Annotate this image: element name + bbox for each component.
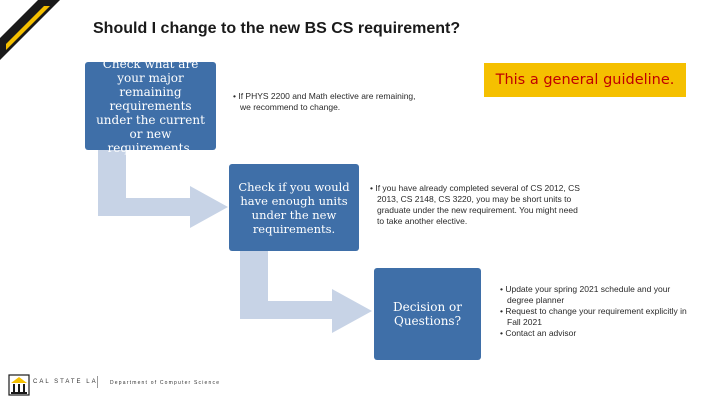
step-box-check-requirements: Check what are your major remaining requ… xyxy=(85,57,216,155)
footer-org: CAL STATE LA xyxy=(33,379,98,385)
cal-state-la-logo-icon xyxy=(8,374,30,396)
list-item: • Contact an advisor xyxy=(500,328,577,338)
footer-divider xyxy=(97,376,98,388)
list-item: • Update your spring 2021 schedule and y… xyxy=(500,284,671,305)
list-item: • If PHYS 2200 and Math elective are rem… xyxy=(233,91,416,112)
bullet-list-1: • If PHYS 2200 and Math elective are rem… xyxy=(233,91,423,113)
step-box-check-units: Check if you would have enough units und… xyxy=(229,164,359,251)
page-title: Should I change to the new BS CS require… xyxy=(93,20,461,37)
list-item: • Request to change your requirement exp… xyxy=(500,306,687,327)
elbow-arrow-2 xyxy=(240,251,372,333)
bullet-list-2: • If you have already completed several … xyxy=(370,183,585,227)
corner-bracket-decoration xyxy=(0,0,60,60)
step-box-decision: Decision or Questions? xyxy=(374,268,481,360)
list-item: • If you have already completed several … xyxy=(370,183,580,226)
bullet-list-3: • Update your spring 2021 schedule and y… xyxy=(500,284,695,339)
guideline-note: This a general guideline. xyxy=(484,63,686,97)
elbow-arrow-1 xyxy=(98,150,228,228)
footer-dept: Department of Computer Science xyxy=(110,380,221,386)
